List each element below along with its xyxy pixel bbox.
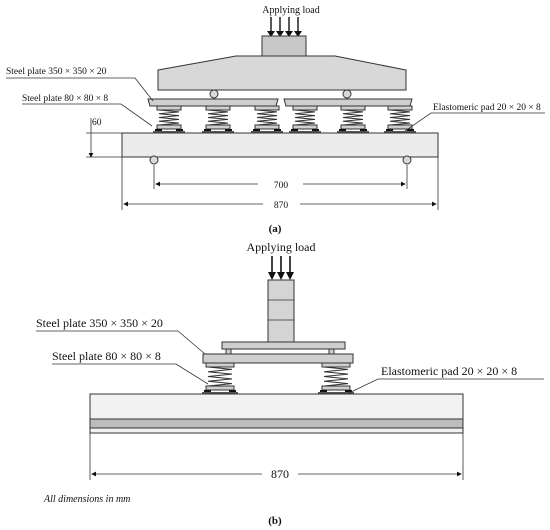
leader-plate-large-a: [6, 77, 154, 102]
leader-plate-small-a: [22, 103, 153, 127]
small-plate-bottom: [340, 124, 366, 130]
small-plate-top: [340, 105, 366, 111]
spring-assembly-a-3: [289, 105, 321, 133]
load-label-b: Applying load: [247, 240, 316, 254]
leader-plate-large-b: [36, 330, 206, 355]
roller-right-a: [342, 89, 352, 99]
pad-label-a: Elastomeric pad 20 × 20 × 8: [433, 103, 541, 113]
small-plate-bottom: [156, 124, 182, 130]
small-plate-top: [205, 105, 231, 111]
load-column-b: [267, 279, 295, 343]
steel-plate-small-label-b: Steel plate 80 × 80 × 8: [52, 349, 161, 363]
load-cap-plate-b: [221, 341, 346, 350]
leader-pad-b: [346, 378, 544, 395]
small-plate-bottom: [254, 124, 280, 130]
panel-b: Applying load Steel plate 350 × 350 × 20…: [36, 240, 544, 527]
small-plate-bottom: [387, 124, 413, 130]
roller-right-b: [328, 348, 335, 355]
base-plate: [251, 131, 283, 133]
steel-plate-large-label-b: Steel plate 350 × 350 × 20: [36, 316, 163, 330]
spring-assembly-a-2: [251, 105, 283, 133]
load-label-a: Applying load: [262, 5, 320, 16]
roller-left-b: [225, 348, 232, 355]
spring-assembly-a-1: [202, 105, 234, 133]
steel-plate-small-label-a: Steel plate 80 × 80 × 8: [22, 94, 108, 104]
spring-coil: [158, 109, 180, 126]
small-plate-bottom: [205, 124, 231, 130]
spring-assembly-b-1: [318, 362, 354, 394]
dim-length-label-b: 870: [271, 467, 289, 481]
base-plate: [289, 131, 321, 133]
small-plate-top: [292, 105, 318, 111]
spring-coil: [294, 109, 316, 126]
spring-coil: [256, 109, 278, 126]
leader-plate-small-b: [52, 363, 209, 385]
spring-coil: [389, 109, 411, 126]
roller-left-a: [209, 89, 219, 99]
load-arrows-a: [267, 17, 302, 37]
spring-assembly-a-4: [337, 105, 369, 133]
small-plate-top: [254, 105, 280, 111]
dim-height-label-a: 60: [92, 118, 102, 128]
caption-a: (a): [269, 223, 282, 235]
base-plate: [153, 131, 185, 133]
dim-length-label-a: 870: [274, 201, 289, 211]
small-plate-top: [321, 362, 351, 368]
small-plate-bottom: [321, 385, 351, 391]
small-plate-top: [156, 105, 182, 111]
panel-a: Applying load Steel plate 350 × 350 × 2: [6, 5, 545, 235]
units-note-b: All dimensions in mm: [43, 494, 130, 505]
caption-b: (b): [268, 515, 282, 527]
steel-plate-large-b: [202, 353, 354, 364]
small-plate-bottom: [205, 385, 235, 391]
spring-assembly-b-0: [202, 362, 238, 394]
steel-plate-large-right-a: [283, 98, 413, 107]
load-arrows-b: [268, 256, 294, 280]
spring-coil: [323, 366, 349, 387]
dim-span-label-a: 700: [274, 181, 289, 191]
leader-pad-a: [404, 112, 545, 132]
spring-assembly-a-5: [384, 105, 416, 133]
spring-assembly-a-0: [153, 105, 185, 133]
spring-coil: [207, 366, 233, 387]
main-beam-reinforcement-b: [89, 418, 464, 429]
small-plate-top: [205, 362, 235, 368]
base-plate: [337, 131, 369, 133]
spring-coil: [207, 109, 229, 126]
spreader-beam-a: [157, 55, 407, 91]
base-plate: [384, 131, 416, 133]
steel-plate-large-left-a: [147, 98, 279, 107]
base-plate: [202, 392, 238, 394]
small-plate-bottom: [292, 124, 318, 130]
support-left-a: [149, 155, 159, 165]
base-plate: [318, 392, 354, 394]
steel-plate-large-label-a: Steel plate 350 × 350 × 20: [6, 67, 107, 77]
support-right-a: [402, 155, 412, 165]
spring-group-a: [153, 105, 416, 133]
main-beam-a: [121, 132, 439, 158]
spring-group-b: [202, 362, 354, 394]
small-plate-top: [387, 105, 413, 111]
pad-label-b: Elastomeric pad 20 × 20 × 8: [381, 364, 517, 378]
base-plate: [202, 131, 234, 133]
load-head-a: [261, 35, 307, 57]
spring-coil: [342, 109, 364, 126]
